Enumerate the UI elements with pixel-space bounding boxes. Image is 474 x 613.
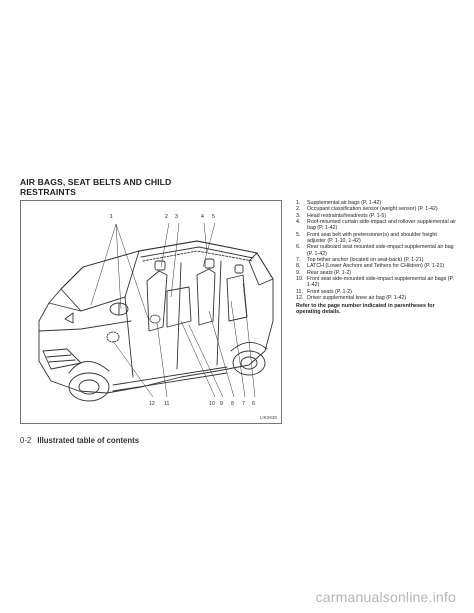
legend-item: 8. LATCH (Lower Anchors and Tethers for C… <box>296 263 456 269</box>
legend-num: 12. <box>296 295 304 302</box>
legend-item: 11. Front seats (P. 1-2) <box>296 289 456 295</box>
vehicle-drawing <box>38 222 274 402</box>
section-heading: AIR BAGS, SEAT BELTS AND CHILD RESTRAINT… <box>20 177 230 197</box>
legend-num: 11. <box>296 288 303 295</box>
legend-text: Rear outboard seat mounted side-impact s… <box>307 244 454 257</box>
legend-num: 2. <box>296 206 301 213</box>
legend-num: 6. <box>296 244 301 251</box>
footer-section-title: Illustrated table of contents <box>37 436 140 445</box>
callout-11: 11 <box>164 401 170 407</box>
page-number: 0-2 <box>20 436 32 445</box>
legend-text: Front seat belt with pretensioner(s) and… <box>307 231 437 245</box>
callout-4: 4 <box>201 214 204 220</box>
legend-item: 1. Supplemental air bags (P. 1-42) <box>296 200 456 206</box>
legend-item: 4. Roof-mounted curtain side-impact and r… <box>296 219 456 232</box>
legend-item: 12.Driver supplemental knee air bag (P. … <box>296 295 456 301</box>
callout-10: 10 <box>209 401 215 407</box>
legend-text: LATCH (Lower Anchors and Tethers for CHi… <box>307 263 445 270</box>
legend-text: Front seats (P. 1-2) <box>307 288 352 295</box>
page-footer: 0-2 Illustrated table of contents <box>20 436 139 445</box>
watermark: carmanualsonline.info <box>315 589 456 605</box>
legend-text: Front seat side-mounted side-impact supp… <box>307 276 454 289</box>
callout-9: 9 <box>220 401 223 407</box>
legend-text: Driver supplemental knee air bag (P. 1-4… <box>307 295 407 302</box>
heading-line-1: AIR BAGS, SEAT BELTS AND CHILD <box>20 177 172 187</box>
legend-num: 4. <box>296 219 301 226</box>
legend-num: 7. <box>296 257 301 264</box>
callout-3: 3 <box>175 214 178 220</box>
legend-list: 1. Supplemental air bags (P. 1-42) 2. Occu… <box>296 200 456 315</box>
legend-num: 9. <box>296 269 301 276</box>
legend-item: 5. Front seat belt with pretensioner(s) a… <box>296 232 456 245</box>
figure-code: LIK2628 <box>259 415 277 420</box>
legend-text: Supplemental air bags (P. 1-42) <box>307 200 382 206</box>
callout-2: 2 <box>165 214 168 220</box>
callout-6: 6 <box>252 401 255 407</box>
legend-text: Top tether anchor (located on seat-back)… <box>307 257 424 264</box>
legend-num: 5. <box>296 231 301 238</box>
legend-text: Head restraints/headrests (P. 1-5) <box>307 212 387 219</box>
legend-num: 1. <box>296 200 301 206</box>
legend-num: 10. <box>296 276 304 283</box>
legend-text: Roof-mounted curtain side-impact and rol… <box>307 219 456 232</box>
legend-item: 2. Occupant classification sensor (weight… <box>296 206 456 212</box>
legend-num: 3. <box>296 212 301 219</box>
legend-item: 10.Front seat side-mounted side-impact s… <box>296 276 456 289</box>
legend-text: Rear seats (P. 1-2) <box>307 269 352 276</box>
legend-text: Occupant classification sensor (weight s… <box>307 206 438 213</box>
callout-7: 7 <box>242 401 245 407</box>
legend-num: 8. <box>296 263 301 270</box>
legend-item: 3. Head restraints/headrests (P. 1-5) <box>296 213 456 219</box>
callout-1: 1 <box>110 214 113 220</box>
legend-item: 6. Rear outboard seat mounted side-impact… <box>296 244 456 257</box>
callout-5: 5 <box>212 214 215 220</box>
heading-line-2: RESTRAINTS <box>20 187 76 197</box>
legend-item: 7. Top tether anchor (located on seat-bac… <box>296 257 456 263</box>
callout-8: 8 <box>231 401 234 407</box>
legend-note: Refer to the page number indicated in pa… <box>296 302 435 315</box>
callout-12: 12 <box>149 401 155 407</box>
vehicle-illustration: 1 2 3 4 5 12 11 10 9 8 7 6 LIK2628 <box>20 200 282 424</box>
legend-item: 9. Rear seats (P. 1-2) <box>296 270 456 276</box>
